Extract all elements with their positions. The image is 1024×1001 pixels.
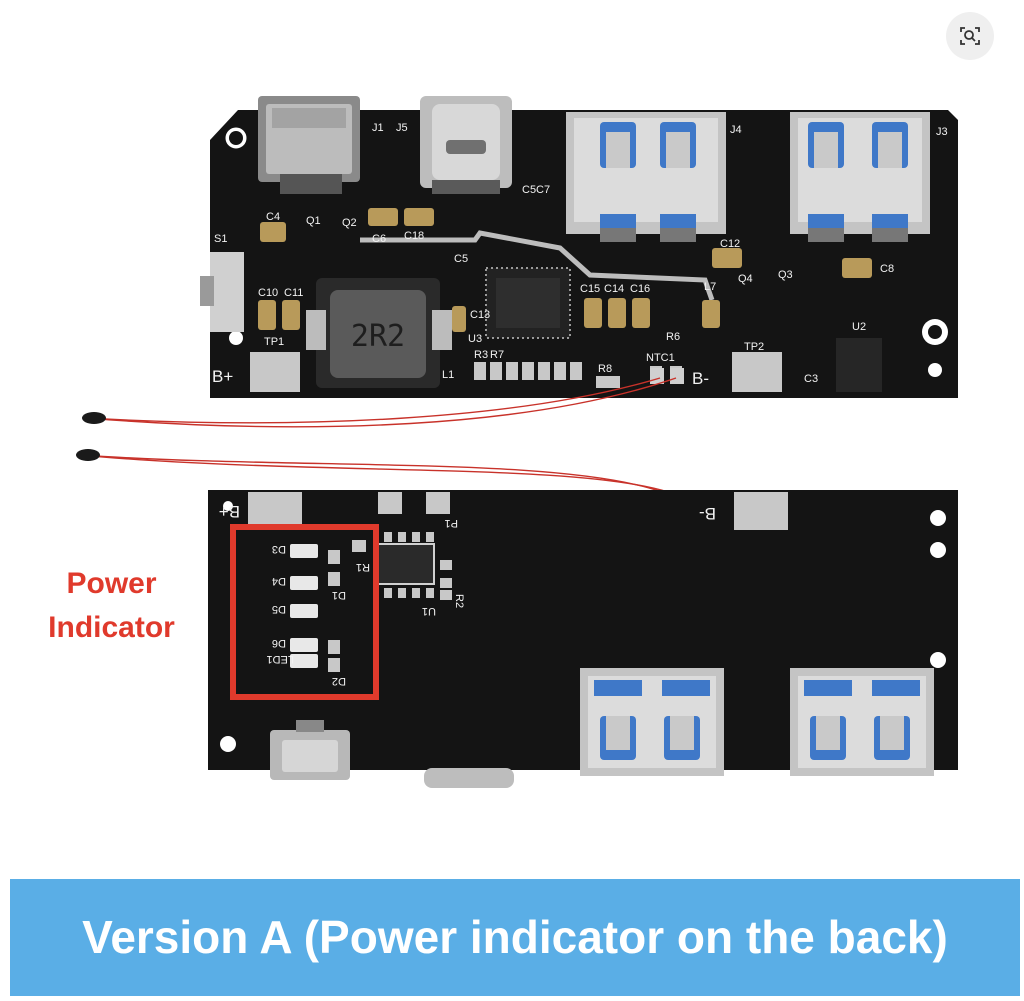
svg-text:D5: D5 (272, 603, 286, 615)
svg-text:C4: C4 (266, 211, 280, 223)
svg-text:U1: U1 (422, 605, 436, 617)
svg-text:C3: C3 (804, 373, 818, 385)
svg-text:B+: B+ (219, 502, 240, 521)
svg-text:C13: C13 (470, 309, 490, 321)
svg-text:U2: U2 (852, 321, 866, 333)
svg-text:S1: S1 (214, 233, 227, 245)
svg-text:C16: C16 (630, 283, 650, 295)
svg-text:C8: C8 (880, 263, 894, 275)
svg-text:L7: L7 (704, 281, 716, 293)
zoom-button[interactable] (946, 12, 994, 60)
svg-text:C11: C11 (284, 287, 303, 299)
svg-text:D1: D1 (332, 589, 346, 601)
power-indicator-callout: Power Indicator (24, 562, 199, 650)
svg-text:C18: C18 (404, 230, 424, 242)
usb-a-port-j4 (566, 112, 726, 242)
callout-line-1: Power (66, 567, 157, 600)
svg-text:D6: D6 (272, 637, 286, 649)
usb-a-port-j3 (790, 112, 930, 242)
main-ic-u3 (485, 267, 571, 339)
indicator-highlight-box (230, 524, 379, 700)
svg-text:LED1: LED1 (266, 653, 294, 665)
svg-text:B+: B+ (212, 367, 233, 386)
svg-text:C5C7: C5C7 (522, 184, 550, 196)
chip-u2 (836, 338, 882, 392)
pcb-top-board: 2R2 (200, 96, 958, 398)
svg-text:J4: J4 (730, 124, 742, 136)
svg-text:Q4: Q4 (738, 273, 753, 285)
version-banner-text: Version A (Power indicator on the back) (82, 911, 948, 963)
power-indicator-leds (290, 540, 366, 672)
callout-line-2: Indicator (48, 611, 175, 644)
svg-text:R3: R3 (474, 349, 488, 361)
svg-text:D2: D2 (332, 675, 346, 687)
ntc-thermistor-wires (76, 377, 677, 493)
svg-text:Q1: Q1 (306, 215, 321, 227)
svg-text:R7: R7 (490, 349, 504, 361)
svg-text:J5: J5 (396, 122, 408, 134)
svg-text:R2: R2 (453, 594, 465, 608)
svg-text:R1: R1 (356, 561, 370, 573)
svg-text:P1: P1 (445, 517, 458, 529)
usb-c-port-j1 (258, 96, 360, 194)
svg-text:J1: J1 (372, 122, 384, 134)
svg-text:B-: B- (692, 369, 709, 388)
svg-text:C10: C10 (258, 287, 278, 299)
svg-text:C5: C5 (454, 253, 468, 265)
svg-text:R6: R6 (666, 331, 680, 343)
slide-switch-s1 (210, 252, 244, 332)
svg-text:TP1: TP1 (264, 336, 284, 348)
svg-text:TP2: TP2 (744, 341, 764, 353)
svg-text:L1: L1 (442, 369, 454, 381)
usb-c-port-j5 (420, 96, 512, 194)
svg-text:D4: D4 (272, 575, 286, 587)
svg-text:C15: C15 (580, 283, 600, 295)
version-banner: Version A (Power indicator on the back) (10, 879, 1020, 996)
svg-text:NTC1: NTC1 (646, 352, 675, 364)
svg-text:D3: D3 (272, 543, 286, 555)
svg-text:C6: C6 (372, 233, 386, 245)
inductor-marking: 2R2 (351, 319, 405, 354)
usb-a-port-bottom-1 (580, 668, 724, 776)
svg-text:R8: R8 (598, 363, 612, 375)
usb-a-port-bottom-2 (790, 668, 934, 776)
svg-text:C14: C14 (604, 283, 624, 295)
zoom-in-icon (960, 27, 980, 45)
svg-text:Q3: Q3 (778, 269, 793, 281)
svg-text:U3: U3 (468, 333, 482, 345)
pcb-bottom-board: D3 D4 D5 D6 LED1 R1 D1 D2 P1 U1 R2 B+ B- (208, 490, 958, 788)
inductor-l1: 2R2 (306, 278, 452, 388)
usb-c-port-bottom (424, 768, 514, 788)
svg-text:J3: J3 (936, 126, 948, 138)
svg-text:B-: B- (699, 504, 716, 523)
svg-text:Q2: Q2 (342, 217, 357, 229)
svg-text:C12: C12 (720, 238, 740, 250)
micro-usb-port (270, 720, 350, 780)
